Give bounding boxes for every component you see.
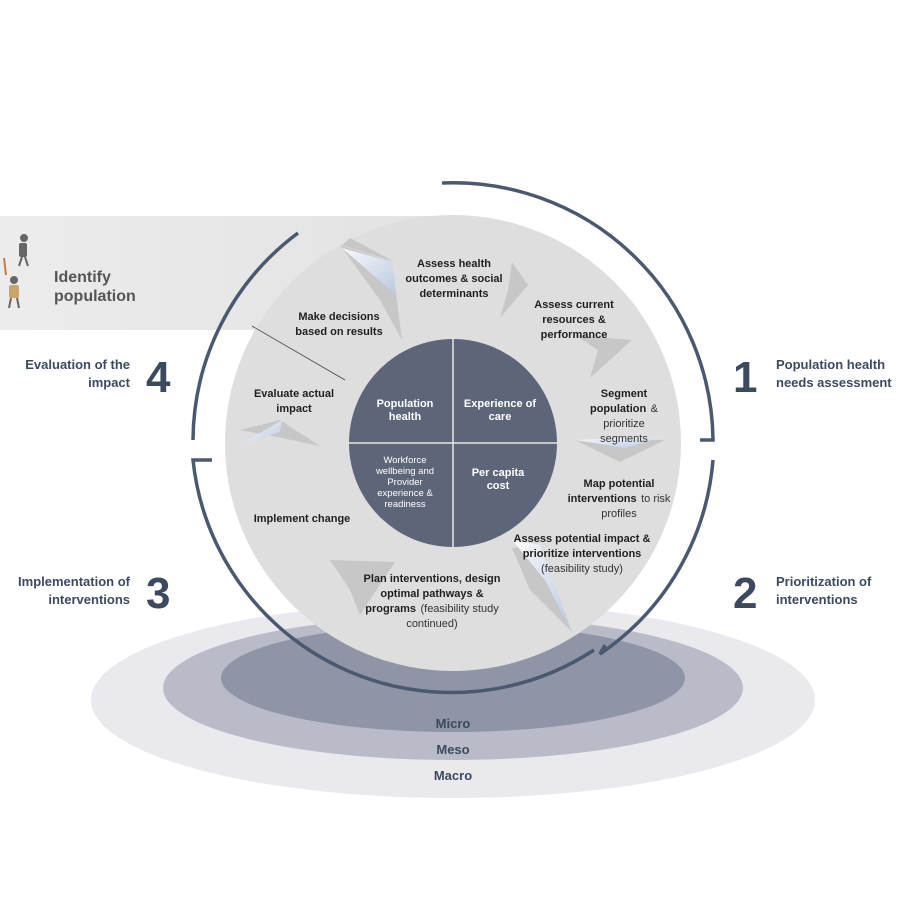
level-macro: Macro (433, 768, 473, 783)
quadrant-workforce-wellbeing: Workforce wellbeing and Provider experie… (375, 455, 435, 510)
identify-population-label: Identify population (54, 268, 136, 306)
divider-line (251, 325, 346, 381)
ring-arc-1 (441, 181, 715, 442)
step-make-decisions: Make decisions based on results (292, 309, 386, 339)
step-segment-population-bold: Segment population (589, 388, 648, 415)
step-assess-current-resources: Assess current resources & performance (526, 297, 622, 342)
phase-2-number: 2 (733, 569, 758, 618)
quadrant-population-health: Population health (376, 398, 434, 423)
phase-1-number: 1 (733, 353, 758, 402)
level-meso: Meso (436, 742, 470, 757)
phase-4-label: Evaluation of the impact (25, 357, 130, 390)
quadrant-per-capita-cost: Per capita cost (471, 467, 525, 492)
ring-arc-2 (598, 459, 715, 656)
step-make-decisions-text: Make decisions based on results (295, 311, 383, 338)
identify-line1: Identify (54, 269, 111, 286)
level-micro: Micro (435, 716, 471, 731)
phase-4-number: 4 (146, 353, 171, 402)
step-assess-health-outcomes-text: Assess health outcomes & social determin… (405, 258, 503, 300)
step-plan-interventions-bold: Plan interventions, design optimal pathw… (363, 573, 501, 615)
step-segment-population: Segment population & prioritize segments (588, 386, 660, 446)
step-evaluate-actual-impact-text: Evaluate actual impact (253, 388, 335, 415)
phase-3-number: 3 (146, 569, 171, 618)
step-assess-potential-impact: Assess potential impact & prioritize int… (512, 531, 652, 576)
step-map-interventions-normal: to risk profiles (601, 493, 671, 520)
step-implement-change-text: Implement change (253, 513, 351, 525)
quadrant-experience-of-care: Experience of care (463, 398, 537, 423)
people-icon (3, 234, 29, 309)
step-implement-change: Implement change (250, 511, 354, 526)
step-assess-potential-impact-normal: (feasibility study) (541, 563, 623, 575)
step-assess-health-outcomes: Assess health outcomes & social determin… (392, 256, 516, 301)
step-plan-interventions-normal: (feasibility study continued) (406, 603, 499, 630)
step-segment-population-normal: & prioritize segments (600, 403, 658, 445)
step-assess-potential-impact-bold: Assess potential impact & prioritize int… (513, 533, 651, 560)
step-map-interventions-bold: Map potential interventions (567, 478, 655, 505)
phase-2-label: Prioritization of interventions (776, 574, 872, 607)
ring-arc-4 (191, 231, 300, 441)
phase-1-label: Population health needs assessment (776, 357, 892, 390)
phase-3-label: Implementation of interventions (18, 574, 130, 607)
step-map-interventions: Map potential interventions to risk prof… (566, 476, 672, 521)
ring-arc-3 (191, 458, 595, 695)
step-evaluate-actual-impact: Evaluate actual impact (250, 386, 338, 416)
step-plan-interventions: Plan interventions, design optimal pathw… (356, 571, 508, 631)
step-assess-current-resources-text: Assess current resources & performance (534, 299, 614, 341)
step-glows (240, 248, 665, 632)
micro-ellipse (221, 624, 685, 732)
outer-ring (191, 181, 715, 695)
identify-line2: population (54, 288, 136, 305)
